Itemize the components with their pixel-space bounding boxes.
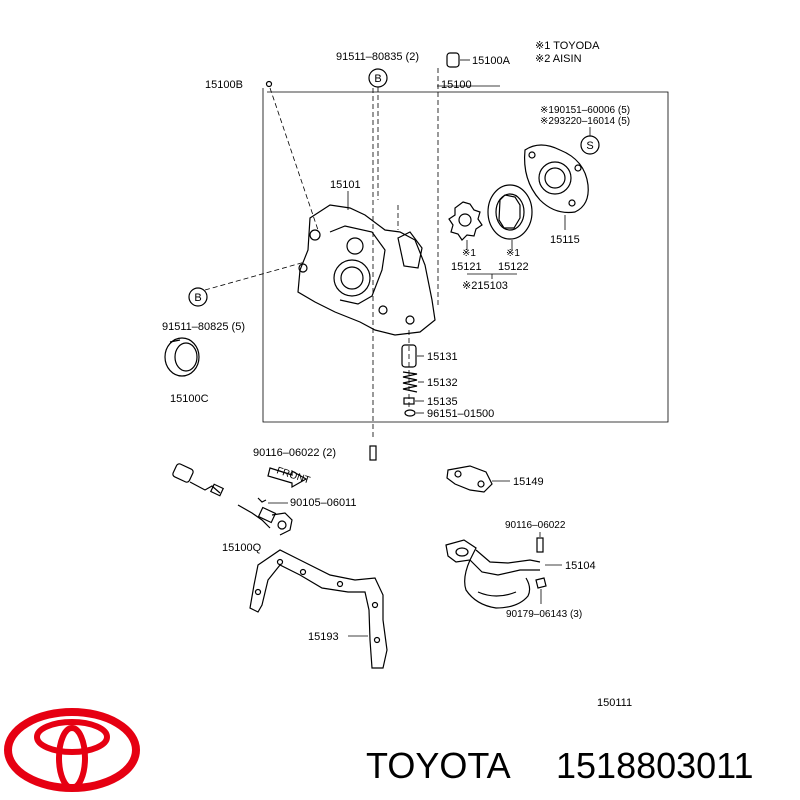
part-90105-bolt — [257, 497, 267, 503]
label-15121: 15121 — [451, 261, 482, 273]
note-aisin: ※2 AISIN — [535, 53, 582, 65]
label-215103: ※215103 — [462, 280, 508, 292]
callout-b-top-letter: B — [374, 73, 381, 85]
part-15100b — [265, 80, 273, 88]
part-15149-gasket — [446, 465, 493, 493]
label-15193: 15193 — [308, 631, 339, 643]
label-15101: 15101 — [330, 179, 361, 191]
part-15135-retainer — [403, 397, 415, 405]
brand-part-number: 1518803011 — [556, 745, 754, 786]
label-90179: 90179–06143 (3) — [506, 609, 582, 620]
label-90116-a: 90116–06022 (2) — [253, 447, 336, 459]
label-15100b: 15100B — [205, 79, 243, 91]
toyota-logo-icon — [4, 708, 140, 792]
part-15100q-sensor — [172, 463, 293, 536]
label-190151: ※190151–60006 (5) — [540, 105, 630, 116]
callout-b-left-letter: B — [194, 292, 201, 304]
part-15101-pump-body — [297, 204, 436, 336]
label-15115: 15115 — [550, 234, 580, 246]
part-15131-valve — [401, 344, 417, 368]
dash-line-15100b — [269, 87, 319, 231]
diagram-code: 150111 — [597, 697, 632, 709]
label-15122: 15122 — [498, 261, 529, 273]
part-15115-pump-cover — [523, 144, 589, 214]
label-15100a: 15100A — [472, 55, 511, 67]
label-15104: 15104 — [565, 560, 596, 572]
label-293220: ※293220–16014 (5) — [540, 116, 630, 127]
mark-15121: ※1 — [462, 248, 476, 259]
part-15100c-oil-seal — [164, 337, 200, 377]
label-15131: 15131 — [427, 351, 458, 363]
label-15132: 15132 — [427, 377, 458, 389]
part-15132-spring — [402, 371, 418, 393]
label-96151: 96151–01500 — [427, 408, 494, 420]
callout-b-left — [188, 287, 208, 307]
mark-15122: ※1 — [506, 248, 520, 259]
label-15100: 15100 — [441, 79, 472, 91]
dash-line-b-left — [204, 261, 306, 291]
part-15121-inner-rotor — [448, 201, 483, 241]
front-label: FRONT — [275, 465, 311, 486]
label-91511-80825: 91511–80825 (5) — [162, 321, 245, 333]
part-90116-stud — [369, 445, 377, 461]
label-90105: 90105–06011 — [290, 497, 356, 509]
part-90116-stud-b — [536, 537, 544, 553]
label-90116-b: 90116–06022 — [505, 520, 566, 531]
part-15193-oil-pan-gasket — [249, 549, 388, 669]
part-90179-nut — [535, 577, 547, 589]
front-arrow-icon: FRONT — [267, 465, 311, 489]
brand-name: TOYOTA — [366, 745, 511, 786]
part-96151-ring — [404, 409, 416, 417]
label-15135: 15135 — [427, 396, 458, 408]
assembly-frame — [262, 88, 669, 423]
label-15100q: 15100Q — [222, 542, 262, 554]
label-15100c: 15100C — [170, 393, 209, 405]
callout-s-letter: S — [586, 140, 593, 152]
part-15122-outer-rotor — [487, 184, 533, 240]
label-91511-80835: 91511–80835 (2) — [336, 51, 419, 63]
note-toyoda: ※1 TOYODA — [535, 40, 600, 52]
part-15104-strainer — [445, 539, 541, 609]
callout-s — [580, 135, 600, 155]
label-15149: 15149 — [513, 476, 544, 488]
part-15100a — [446, 52, 460, 68]
